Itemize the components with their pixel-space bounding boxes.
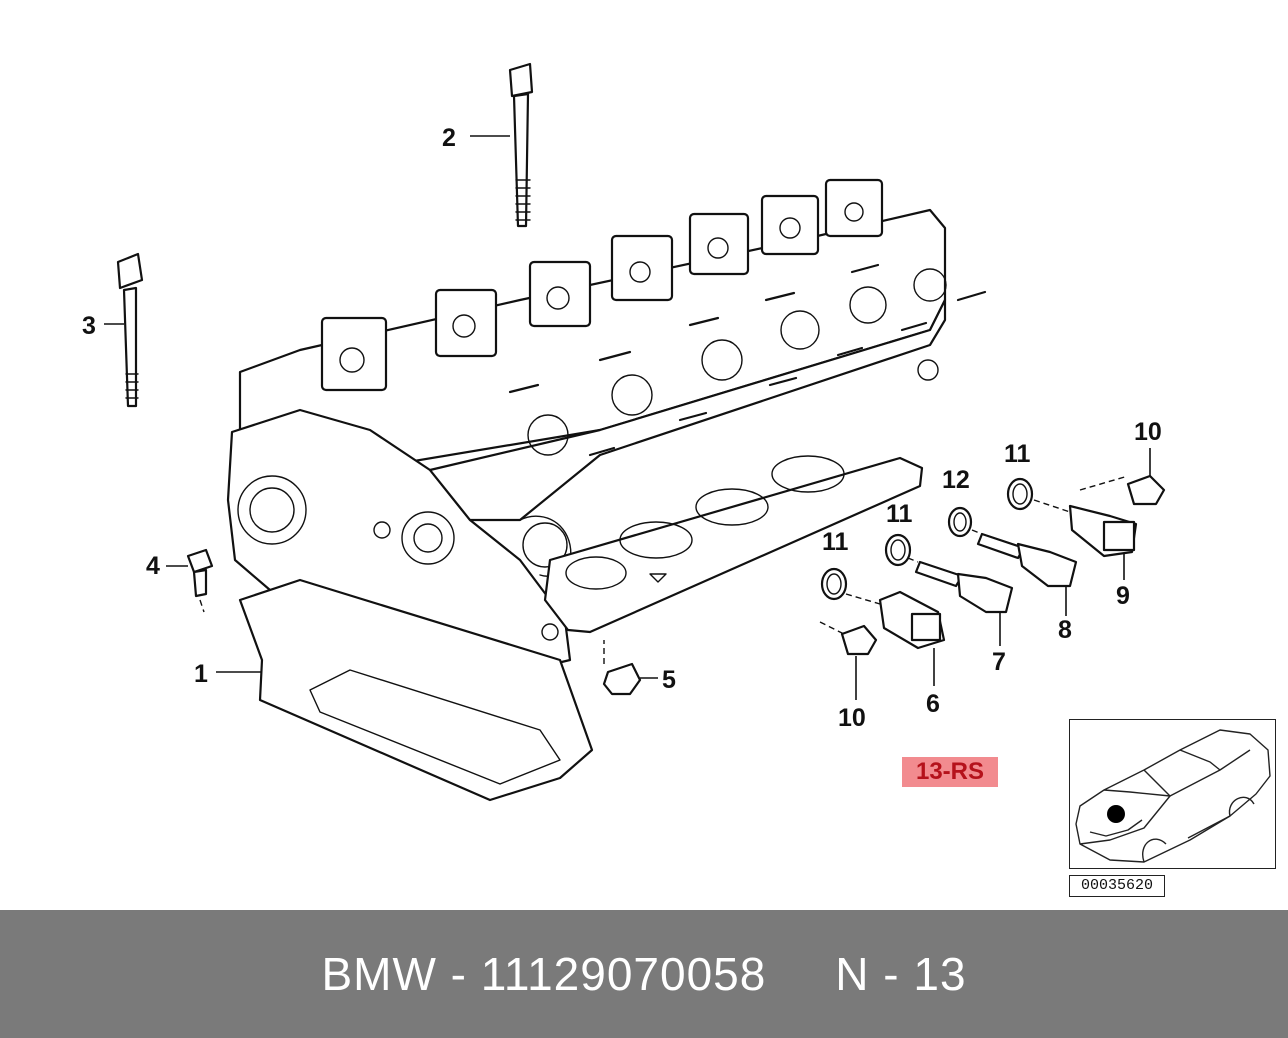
seal-ring-11-b[interactable]: [884, 533, 912, 567]
callout-1[interactable]: 1: [194, 660, 208, 688]
bolt-3[interactable]: [116, 252, 144, 408]
callout-11-b[interactable]: 11: [886, 500, 913, 528]
brand-label: BMW: [321, 948, 437, 1000]
callout-4[interactable]: 4: [146, 552, 160, 580]
callout-11-c[interactable]: 11: [1004, 440, 1031, 468]
diagram-canvas: 2 3 4 1 5 6 7 8 9 10 10 11 11 11 12: [82, 62, 1166, 802]
lower-gasket[interactable]: [238, 578, 594, 802]
cylinder-head-bolt-2[interactable]: [508, 62, 534, 228]
image-id-label: 00035620: [1069, 875, 1165, 897]
callout-2[interactable]: 2: [442, 124, 456, 152]
callout-10-lower[interactable]: 10: [838, 704, 866, 732]
head-gasket[interactable]: [543, 455, 924, 634]
callout-8[interactable]: 8: [1058, 616, 1072, 644]
nut-5[interactable]: [602, 640, 642, 696]
seal-ring-11-a[interactable]: [820, 567, 848, 601]
callout-12[interactable]: 12: [942, 466, 970, 494]
cylinder-head[interactable]: [226, 178, 987, 674]
callout-10-upper[interactable]: 10: [1134, 418, 1162, 446]
separator: -: [436, 948, 481, 1000]
callout-11-a[interactable]: 11: [822, 528, 849, 556]
assembly-lines: [819, 475, 1129, 635]
sensor-6[interactable]: [878, 590, 946, 650]
callout-5[interactable]: 5: [662, 666, 676, 694]
parts-diagram: 2 3 4 1 5 6 7 8 9 10 10 11 11 11 12 13-R…: [82, 62, 1276, 897]
gap: [766, 947, 835, 1001]
part-number-banner: BMW - 11129070058 N - 13: [0, 910, 1288, 1038]
seal-ring-11-c[interactable]: [1006, 477, 1034, 511]
sensor-8[interactable]: [976, 532, 1078, 588]
plug-10-upper[interactable]: [1126, 474, 1166, 506]
seal-ring-12[interactable]: [947, 506, 973, 538]
group-label: N - 13: [835, 948, 967, 1000]
plug-10-lower[interactable]: [840, 624, 878, 656]
sensor-9[interactable]: [1068, 504, 1138, 558]
car-icon: [1075, 729, 1271, 863]
part-number: 11129070058: [480, 948, 767, 1000]
callout-6[interactable]: 6: [926, 690, 940, 718]
callout-3[interactable]: 3: [82, 312, 96, 340]
leader-lines: [104, 135, 1151, 700]
callout-9[interactable]: 9: [1116, 582, 1130, 610]
sensor-7[interactable]: [914, 560, 1014, 614]
bolt-4[interactable]: [186, 548, 214, 613]
callout-7[interactable]: 7: [992, 648, 1006, 676]
vehicle-thumbnail: [1069, 719, 1276, 869]
group-code-label: 13-RS: [902, 757, 998, 787]
